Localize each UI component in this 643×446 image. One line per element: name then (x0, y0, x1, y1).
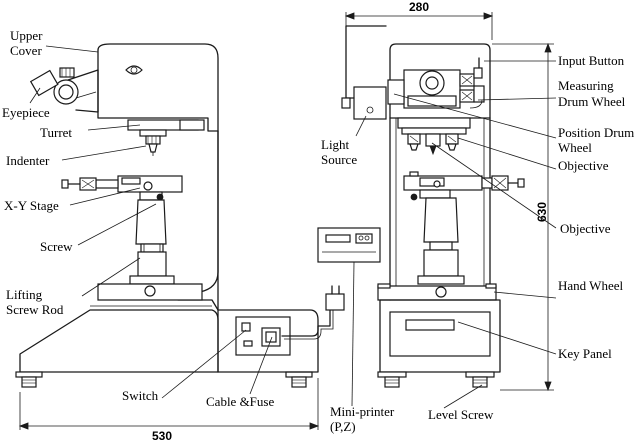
side-turret (127, 119, 205, 156)
label-miniprinter-1: Mini-printer (330, 404, 395, 419)
label-xy-stage: X-Y Stage (4, 198, 59, 213)
side-base (19, 309, 219, 373)
label-upper-cover-2: Cover (10, 43, 42, 58)
light-source (341, 25, 387, 120)
dimension-lines (18, 12, 554, 430)
front-xy-stage (403, 171, 525, 201)
side-switch-panel (235, 316, 291, 356)
label-cable-fuse: Cable &Fuse (206, 394, 274, 409)
front-view (341, 25, 525, 388)
side-view (15, 43, 345, 388)
label-measuring-2: Drum Wheel (558, 94, 626, 109)
label-lifting-2: Screw Rod (6, 302, 64, 317)
key-panel-box (389, 311, 491, 357)
label-lifting-1: Lifting (6, 287, 43, 302)
front-foot-right (465, 371, 495, 378)
eyepiece-tube (29, 67, 99, 113)
label-key-panel: Key Panel (558, 346, 612, 361)
side-screw-column (97, 199, 203, 301)
label-position-1: Position Drum (558, 125, 634, 140)
dim-630: 630 (535, 202, 549, 222)
mini-printer (317, 227, 381, 263)
front-screw-column (377, 197, 497, 301)
label-position-2: Wheel (558, 140, 592, 155)
label-screw: Screw (40, 239, 73, 254)
labels: Upper Cover Eyepiece Turret Indenter X-Y… (2, 28, 634, 434)
dim-530: 530 (152, 429, 172, 443)
front-base (379, 299, 501, 373)
label-upper-cover-1: Upper (10, 28, 43, 43)
label-miniprinter-2: (P,Z) (330, 419, 356, 434)
dim-280: 280 (409, 0, 429, 14)
label-indenter: Indenter (6, 153, 50, 168)
label-level-screw: Level Screw (428, 407, 494, 422)
front-turret (397, 117, 471, 156)
front-foot-left (377, 371, 407, 378)
label-objective-2: Objective (560, 221, 611, 236)
leader-lines (29, 45, 557, 409)
side-foot-left (15, 371, 43, 378)
side-foot-right (285, 371, 313, 378)
measuring-head (387, 57, 485, 109)
side-logo (125, 65, 143, 75)
label-turret: Turret (40, 125, 72, 140)
front-body (389, 43, 491, 301)
label-light-2: Source (321, 152, 357, 167)
label-objective-1: Objective (558, 158, 609, 173)
label-eyepiece: Eyepiece (2, 105, 50, 120)
label-light-1: Light (321, 137, 350, 152)
label-input-button: Input Button (558, 53, 625, 68)
power-cable (281, 285, 345, 340)
key-panel-display (405, 319, 455, 331)
label-hand-wheel: Hand Wheel (558, 278, 623, 293)
label-measuring-1: Measuring (558, 78, 614, 93)
label-switch: Switch (122, 388, 159, 403)
side-xy-stage (61, 175, 183, 201)
